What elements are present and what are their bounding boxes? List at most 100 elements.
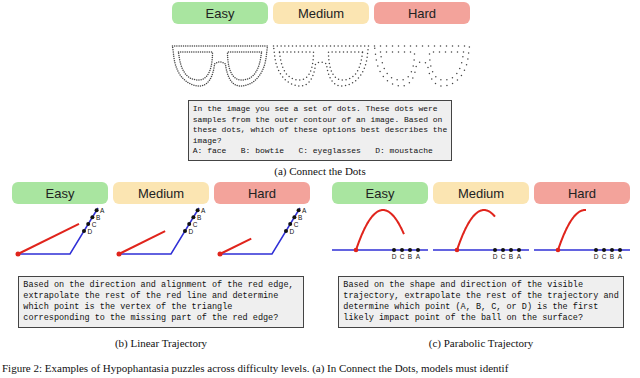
- badge-label: Medium: [138, 186, 184, 201]
- contour-dot: [429, 59, 431, 61]
- difficulty-badge: Easy: [172, 2, 268, 24]
- contour-dot: [459, 68, 461, 70]
- contour-dot: [374, 45, 376, 47]
- contour-dot: [178, 53, 180, 55]
- contour-dot: [265, 56, 267, 58]
- contour-dot: [352, 76, 354, 78]
- contour-dot: [196, 45, 198, 47]
- contour-dot: [286, 51, 288, 53]
- contour-dot: [256, 51, 258, 53]
- contour-dot: [232, 51, 234, 53]
- candidate-point: [183, 229, 187, 233]
- contour-dot: [457, 79, 459, 81]
- contour-dot: [358, 51, 360, 53]
- contour-dot: [296, 45, 298, 47]
- contour-dot: [177, 70, 179, 72]
- contour-dot: [242, 45, 244, 47]
- contour-dot: [234, 51, 236, 53]
- contour-dot: [233, 83, 235, 85]
- difficulty-badge: Hard: [534, 182, 630, 204]
- contour-dot: [206, 75, 208, 77]
- contour-dot: [174, 45, 176, 47]
- contour-dot: [227, 61, 229, 63]
- contour-dot: [216, 62, 218, 64]
- contour-dot: [193, 51, 195, 53]
- contour-dot: [330, 45, 332, 47]
- contour-dot: [362, 51, 364, 53]
- red-dot: [455, 248, 460, 253]
- difficulty-badge: Hard: [374, 2, 470, 24]
- contour-dot: [172, 47, 174, 49]
- contour-dot: [383, 68, 385, 70]
- red-dot: [117, 252, 122, 257]
- contour-dot: [173, 56, 175, 58]
- contour-dot: [403, 85, 405, 87]
- contour-dot: [357, 70, 359, 72]
- contour-dot: [362, 71, 364, 73]
- contour-dot: [243, 51, 245, 53]
- contour-dot: [415, 66, 417, 68]
- contour-dot: [198, 79, 200, 81]
- contour-dot: [179, 61, 181, 63]
- contour-dot: [308, 81, 310, 83]
- contour-dot: [386, 51, 388, 53]
- contour-dot: [261, 51, 263, 53]
- contour-dot: [211, 45, 213, 47]
- candidate-point: [90, 215, 94, 219]
- contour-dot: [326, 66, 328, 68]
- contour-dot: [412, 77, 414, 79]
- contour-dot: [416, 45, 418, 47]
- contour-dot: [366, 57, 368, 59]
- contour-dot: [299, 79, 301, 81]
- contour-dot: [209, 45, 211, 47]
- contour-dot: [174, 60, 176, 62]
- contour-dot: [439, 51, 441, 53]
- contour-dot: [419, 62, 421, 64]
- contour-dot: [227, 55, 229, 57]
- contour-dot: [210, 68, 212, 70]
- contour-dot: [298, 51, 300, 53]
- contour-dot: [298, 85, 300, 87]
- red-edge: [18, 224, 79, 254]
- contour-dot: [261, 71, 263, 73]
- contour-dot: [211, 61, 213, 63]
- contour-dot: [402, 79, 404, 81]
- contour-dot: [183, 71, 185, 73]
- point-label: C: [193, 221, 198, 228]
- contour-dot: [191, 84, 193, 86]
- contour-dot: [331, 51, 333, 53]
- contour-dot: [361, 59, 363, 61]
- contour-dot: [259, 74, 261, 76]
- contour-dot: [211, 59, 213, 61]
- contour-dot: [364, 45, 366, 47]
- contour-dot: [213, 69, 215, 71]
- contour-dot: [364, 68, 366, 70]
- contour-dot: [440, 85, 442, 87]
- contour-dot: [313, 55, 315, 57]
- contour-dot: [254, 51, 256, 53]
- contour-dot: [279, 52, 281, 54]
- contour-dot: [183, 45, 185, 47]
- contour-dot: [322, 45, 324, 47]
- contour-dot: [313, 51, 315, 53]
- contour-dot: [305, 84, 307, 86]
- contour-dot: [195, 51, 197, 53]
- contour-dot: [252, 51, 254, 53]
- contour-dot: [457, 51, 459, 53]
- candidate-point: [416, 248, 420, 252]
- dotted-outline: [172, 45, 268, 86]
- contour-dot: [368, 45, 370, 47]
- candidate-point: [191, 215, 195, 219]
- contour-dot: [238, 45, 240, 47]
- contour-dot: [204, 77, 206, 79]
- contour-dot: [254, 73, 256, 75]
- contour-dot: [202, 51, 204, 53]
- contour-dot: [345, 79, 347, 81]
- contour-dot: [345, 45, 347, 47]
- prompt-box: In the image you see a set of dots. Thes…: [188, 100, 452, 161]
- contour-dot: [229, 77, 231, 79]
- contour-dot: [187, 45, 189, 47]
- surface-line: [534, 249, 630, 251]
- point-label: A: [302, 207, 306, 214]
- point-label: A: [100, 207, 104, 214]
